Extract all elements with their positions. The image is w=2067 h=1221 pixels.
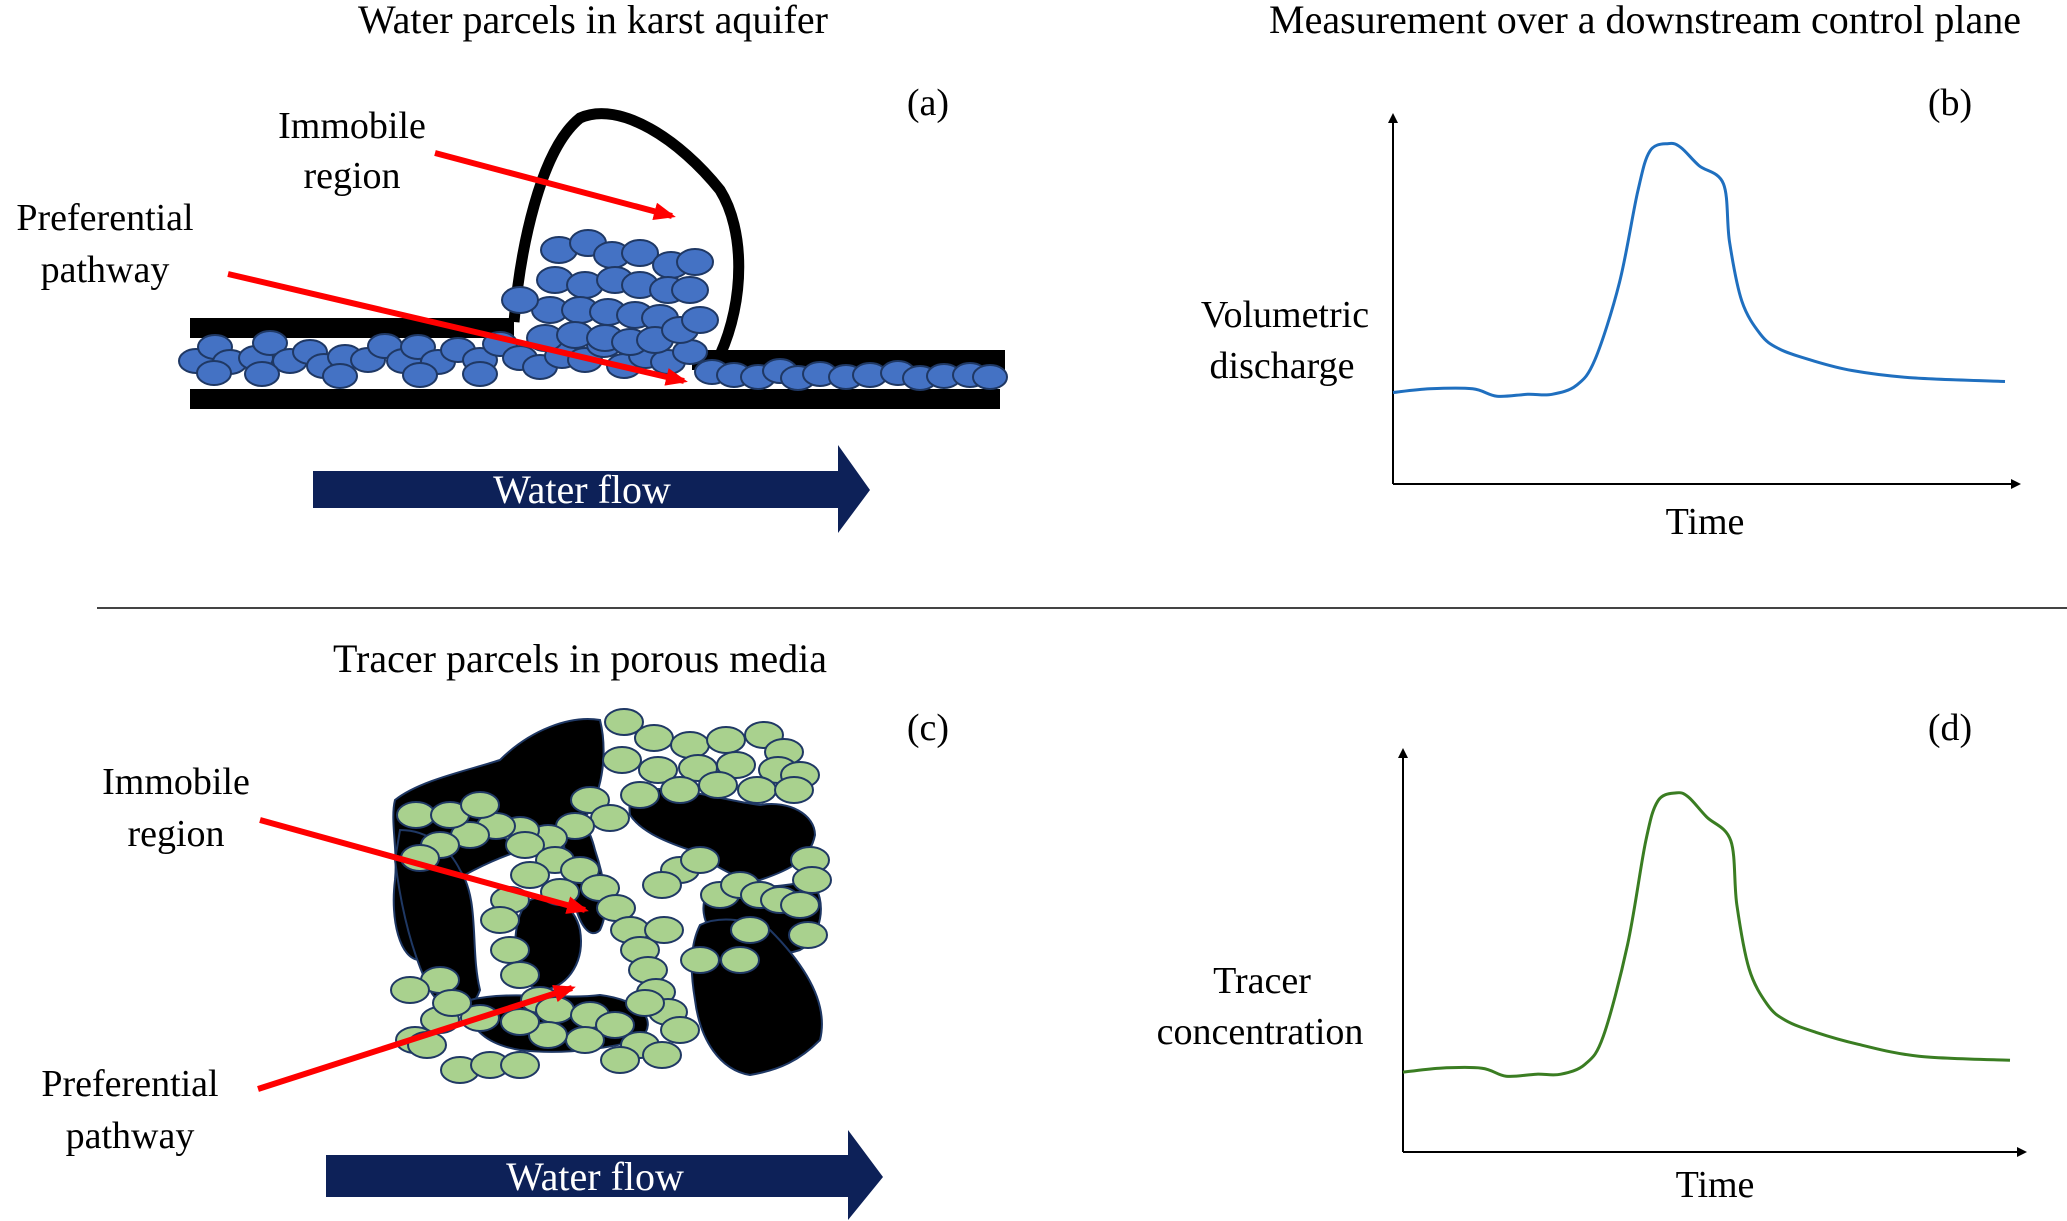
water-flow-arrow-c bbox=[326, 1130, 883, 1220]
parcel bbox=[510, 861, 550, 889]
pathway-arrow-c bbox=[257, 984, 576, 1092]
panel-a-immobile-label-2: region bbox=[303, 155, 400, 197]
parcel bbox=[620, 781, 660, 809]
immobile-arrow-a bbox=[434, 150, 676, 221]
panel-d-tag: (d) bbox=[1928, 707, 1972, 749]
panel-b-tag: (b) bbox=[1928, 82, 1972, 124]
parcel bbox=[590, 804, 630, 832]
parcel bbox=[680, 946, 720, 974]
parcel bbox=[604, 708, 644, 736]
parcel bbox=[595, 1011, 635, 1039]
parcel bbox=[490, 936, 530, 964]
immobile-arrow-c bbox=[259, 817, 589, 914]
parcel bbox=[432, 989, 472, 1017]
parcel bbox=[396, 801, 436, 829]
panel-d: (d) Tracer concentration Time bbox=[1157, 707, 2027, 1206]
parcel bbox=[500, 1051, 540, 1079]
parcel bbox=[196, 360, 232, 386]
panel-b-title: Measurement over a downstream control pl… bbox=[1269, 0, 2021, 42]
panel-a-title: Water parcels in karst aquifer bbox=[358, 0, 828, 42]
concentration-series-line bbox=[1402, 791, 2011, 1078]
panel-d-ylabel-1: Tracer bbox=[1213, 960, 1311, 1002]
panel-d-ylabel-2: concentration bbox=[1157, 1011, 1364, 1053]
water-parcels bbox=[178, 229, 1008, 391]
parcel bbox=[671, 276, 709, 304]
panel-b-xlabel: Time bbox=[1666, 501, 1745, 543]
panel-c: Tracer parcels in porous media (c) Immob… bbox=[41, 636, 949, 1220]
panel-a-tag: (a) bbox=[907, 82, 949, 124]
panel-a-immobile-label-1: Immobile bbox=[278, 105, 426, 147]
parcel bbox=[638, 756, 678, 784]
parcel bbox=[460, 791, 500, 819]
panel-a-pathway-label-2: pathway bbox=[41, 249, 170, 291]
parcel bbox=[565, 1026, 605, 1054]
panel-c-tag: (c) bbox=[907, 707, 949, 749]
panel-b-ylabel-2: discharge bbox=[1210, 345, 1355, 387]
parcel bbox=[600, 1046, 640, 1074]
parcel bbox=[680, 846, 720, 874]
parcel bbox=[720, 946, 760, 974]
panel-d-xlabel: Time bbox=[1676, 1164, 1755, 1206]
parcel bbox=[792, 866, 832, 894]
parcel bbox=[252, 330, 288, 356]
panel-c-pathway-label-1: Preferential bbox=[41, 1063, 218, 1105]
parcel bbox=[621, 239, 659, 267]
water-flow-label-c: Water flow bbox=[506, 1154, 684, 1199]
panel-b-ylabel-1: Volumetric bbox=[1201, 294, 1369, 336]
immobile-dome bbox=[508, 108, 745, 358]
parcel bbox=[535, 996, 575, 1024]
parcel bbox=[322, 363, 358, 389]
parcel bbox=[644, 916, 684, 944]
parcel bbox=[634, 724, 674, 752]
panel-a: Water parcels in karst aquifer (a) Immob… bbox=[16, 0, 1008, 533]
panel-b: Measurement over a downstream control pl… bbox=[1201, 0, 2021, 543]
parcel bbox=[402, 362, 438, 388]
parcel bbox=[730, 916, 770, 944]
water-flow-arrow-a bbox=[313, 445, 870, 533]
parcel bbox=[625, 989, 665, 1017]
parcel bbox=[501, 286, 539, 314]
parcel bbox=[660, 776, 700, 804]
parcel bbox=[602, 746, 642, 774]
parcel bbox=[972, 364, 1008, 390]
parcel bbox=[505, 831, 545, 859]
parcel bbox=[244, 361, 280, 387]
tracer-parcels bbox=[390, 708, 832, 1084]
discharge-series-line bbox=[1392, 141, 2006, 398]
panel-c-title: Tracer parcels in porous media bbox=[333, 636, 827, 681]
parcel bbox=[642, 1041, 682, 1069]
lower-wall bbox=[190, 389, 1000, 409]
parcel bbox=[480, 906, 520, 934]
panel-c-immobile-label-2: region bbox=[127, 813, 224, 855]
parcel bbox=[698, 771, 738, 799]
parcel bbox=[528, 1021, 568, 1049]
parcel bbox=[788, 921, 828, 949]
parcel bbox=[774, 776, 814, 804]
parcel bbox=[737, 776, 777, 804]
parcel bbox=[500, 961, 540, 989]
parcel bbox=[676, 248, 714, 276]
parcel bbox=[642, 871, 682, 899]
panel-c-immobile-label-1: Immobile bbox=[102, 761, 250, 803]
panel-a-pathway-label-1: Preferential bbox=[16, 197, 193, 239]
parcel bbox=[390, 976, 430, 1004]
parcel bbox=[670, 731, 710, 759]
parcel bbox=[462, 361, 498, 387]
water-flow-label-a: Water flow bbox=[493, 467, 671, 512]
parcel bbox=[780, 891, 820, 919]
parcel bbox=[660, 1016, 700, 1044]
parcel bbox=[500, 1008, 540, 1036]
pathway-arrow-a bbox=[227, 271, 688, 386]
parcel bbox=[706, 726, 746, 754]
parcel bbox=[716, 751, 756, 779]
panel-c-pathway-label-2: pathway bbox=[66, 1115, 195, 1157]
grain bbox=[628, 788, 817, 882]
parcel bbox=[681, 306, 719, 334]
